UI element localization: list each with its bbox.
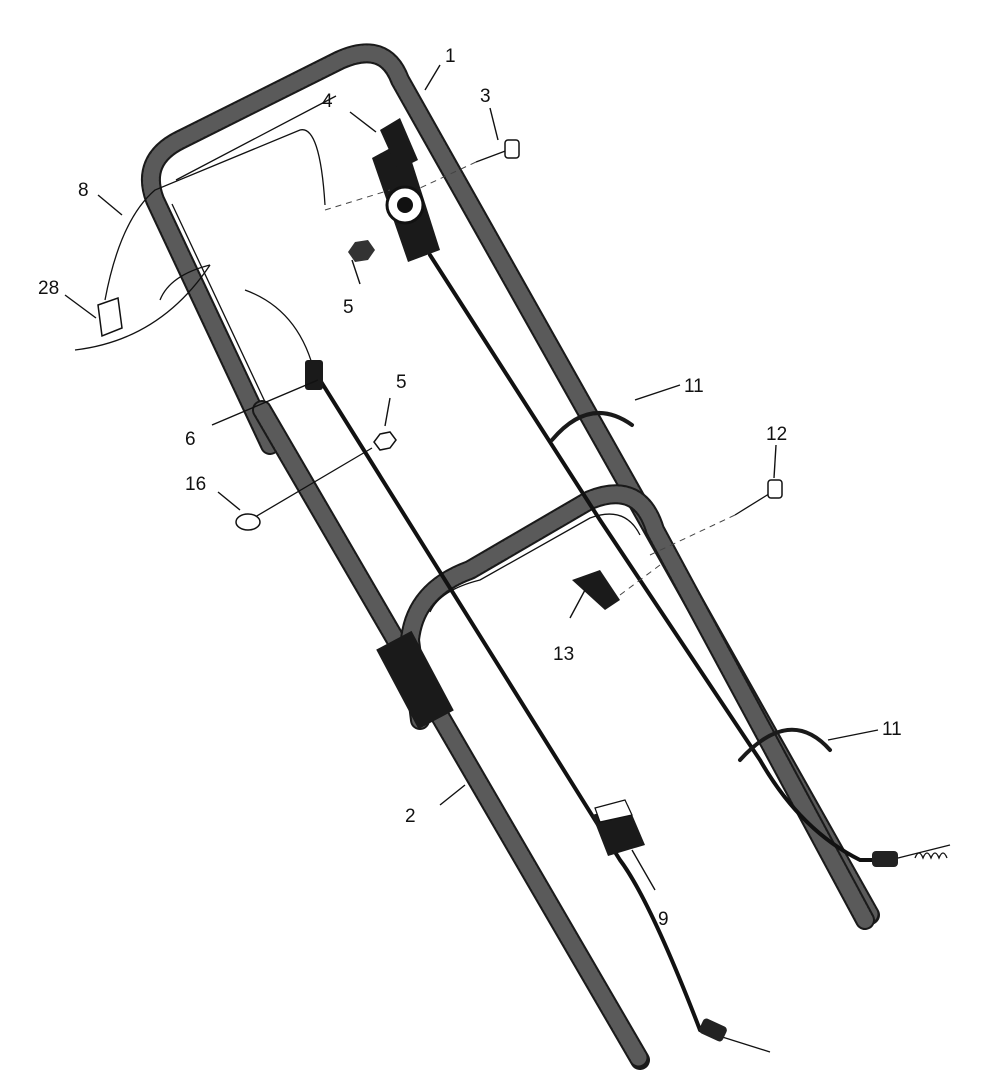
knob-13 xyxy=(572,570,620,610)
upper-handle xyxy=(141,43,880,925)
cable-tie-11-lower xyxy=(738,727,832,762)
bolt-3 xyxy=(504,139,520,159)
callout-8: 8 xyxy=(78,180,89,201)
leader-lines xyxy=(64,64,879,891)
callout-1: 1 xyxy=(445,46,456,67)
cable-end-fitting-right xyxy=(872,851,898,867)
callout-16: 16 xyxy=(185,474,206,495)
callout-6: 6 xyxy=(185,429,196,450)
lower-handle xyxy=(252,400,875,1070)
callout-labels: 1 2 3 4 5 5 6 8 9 11 11 12 13 16 28 xyxy=(38,46,902,930)
callout-9: 9 xyxy=(658,909,669,930)
hardware xyxy=(74,129,832,856)
callout-2: 2 xyxy=(405,806,416,827)
switch-28 xyxy=(97,296,123,338)
callout-3: 3 xyxy=(480,86,491,107)
eyebolt-16 xyxy=(235,513,261,531)
callout-11-upper: 11 xyxy=(684,376,704,397)
cable-end-fitting-left xyxy=(699,1018,727,1042)
bolt-12 xyxy=(767,479,783,499)
control-cables xyxy=(318,253,951,1053)
callout-13: 13 xyxy=(553,644,574,665)
throttle-control xyxy=(372,118,440,262)
callout-5-upper: 5 xyxy=(343,297,354,318)
nut-5-lower xyxy=(373,431,397,451)
cable-tie-11-upper xyxy=(550,411,634,442)
connector-6 xyxy=(305,360,323,390)
callout-5-lower: 5 xyxy=(396,372,407,393)
callout-4: 4 xyxy=(322,91,333,112)
callout-28: 28 xyxy=(38,278,59,299)
nut-5-upper xyxy=(348,240,375,262)
callout-11-lower: 11 xyxy=(882,719,902,740)
callout-12: 12 xyxy=(766,424,787,445)
